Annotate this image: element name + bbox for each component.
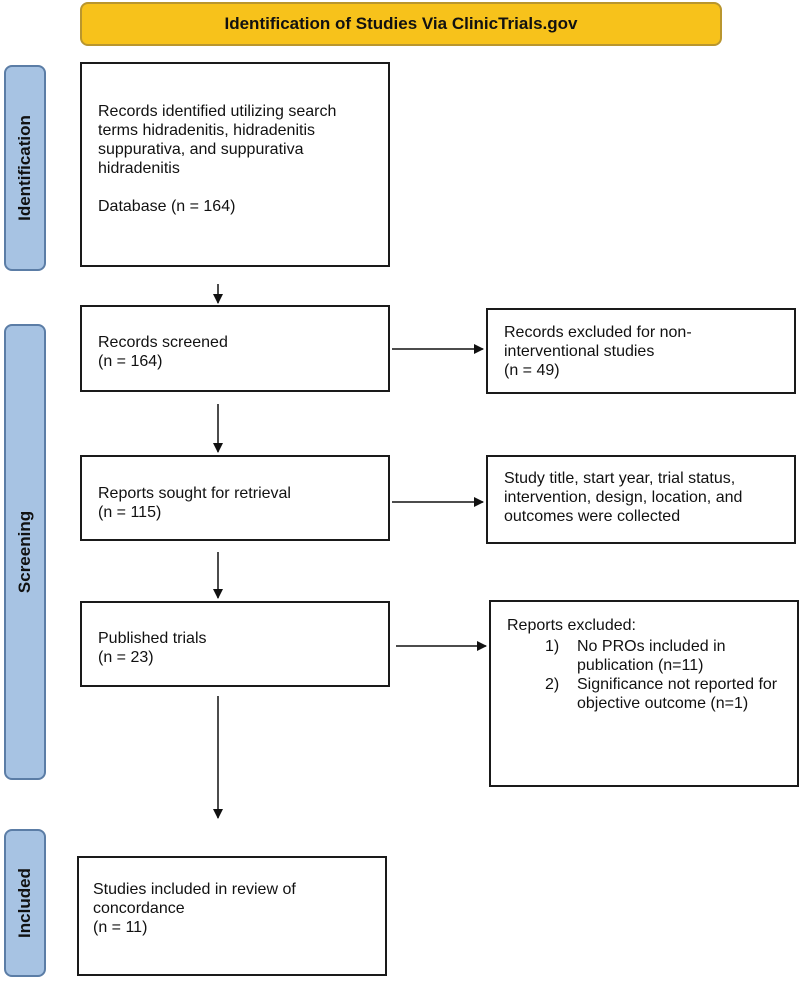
box-records-identified: Records identified utilizing search term…	[80, 62, 390, 267]
box-data-collected: Study title, start year, trial status, i…	[486, 455, 796, 544]
records-identified-text: Records identified utilizing search term…	[98, 103, 337, 177]
records-excluded-count: (n = 49)	[504, 362, 560, 379]
stage-included: Included	[4, 829, 46, 977]
list-item-text: Significance not reported for objective …	[577, 676, 778, 712]
published-trials-label: Published trials	[98, 630, 207, 647]
data-collected-text: Study title, start year, trial status, i…	[504, 470, 743, 525]
box-reports-sought: Reports sought for retrieval (n = 115)	[80, 455, 390, 541]
reports-excluded-title: Reports excluded:	[507, 617, 636, 634]
published-trials-count: (n = 23)	[98, 649, 154, 666]
reports-sought-count: (n = 115)	[98, 504, 162, 521]
stage-screening: Screening	[4, 324, 46, 780]
reports-excluded-list: 1) No PROs included in publication (n=11…	[545, 637, 787, 713]
studies-included-count: (n = 11)	[93, 919, 148, 936]
diagram-title-text: Identification of Studies Via ClinicTria…	[224, 14, 578, 33]
list-item-number: 2)	[545, 676, 560, 693]
records-screened-label: Records screened	[98, 334, 228, 351]
studies-included-label: Studies included in review of concordanc…	[93, 881, 296, 917]
box-records-screened: Records screened (n = 164)	[80, 305, 390, 392]
list-item: 1) No PROs included in publication (n=11…	[545, 637, 787, 675]
list-item: 2) Significance not reported for objecti…	[545, 675, 787, 713]
diagram-title: Identification of Studies Via ClinicTria…	[80, 2, 722, 46]
box-published-trials: Published trials (n = 23)	[80, 601, 390, 687]
list-item-text: No PROs included in publication (n=11)	[577, 638, 726, 674]
stage-identification: Identification	[4, 65, 46, 271]
box-reports-excluded: Reports excluded: 1) No PROs included in…	[489, 600, 799, 787]
list-item-number: 1)	[545, 638, 560, 655]
box-studies-included: Studies included in review of concordanc…	[77, 856, 387, 976]
records-screened-count: (n = 164)	[98, 353, 163, 370]
records-identified-count: Database (n = 164)	[98, 198, 236, 215]
box-records-excluded: Records excluded for non-interventional …	[486, 308, 796, 394]
records-excluded-label: Records excluded for non-interventional …	[504, 324, 692, 360]
reports-sought-label: Reports sought for retrieval	[98, 485, 291, 502]
